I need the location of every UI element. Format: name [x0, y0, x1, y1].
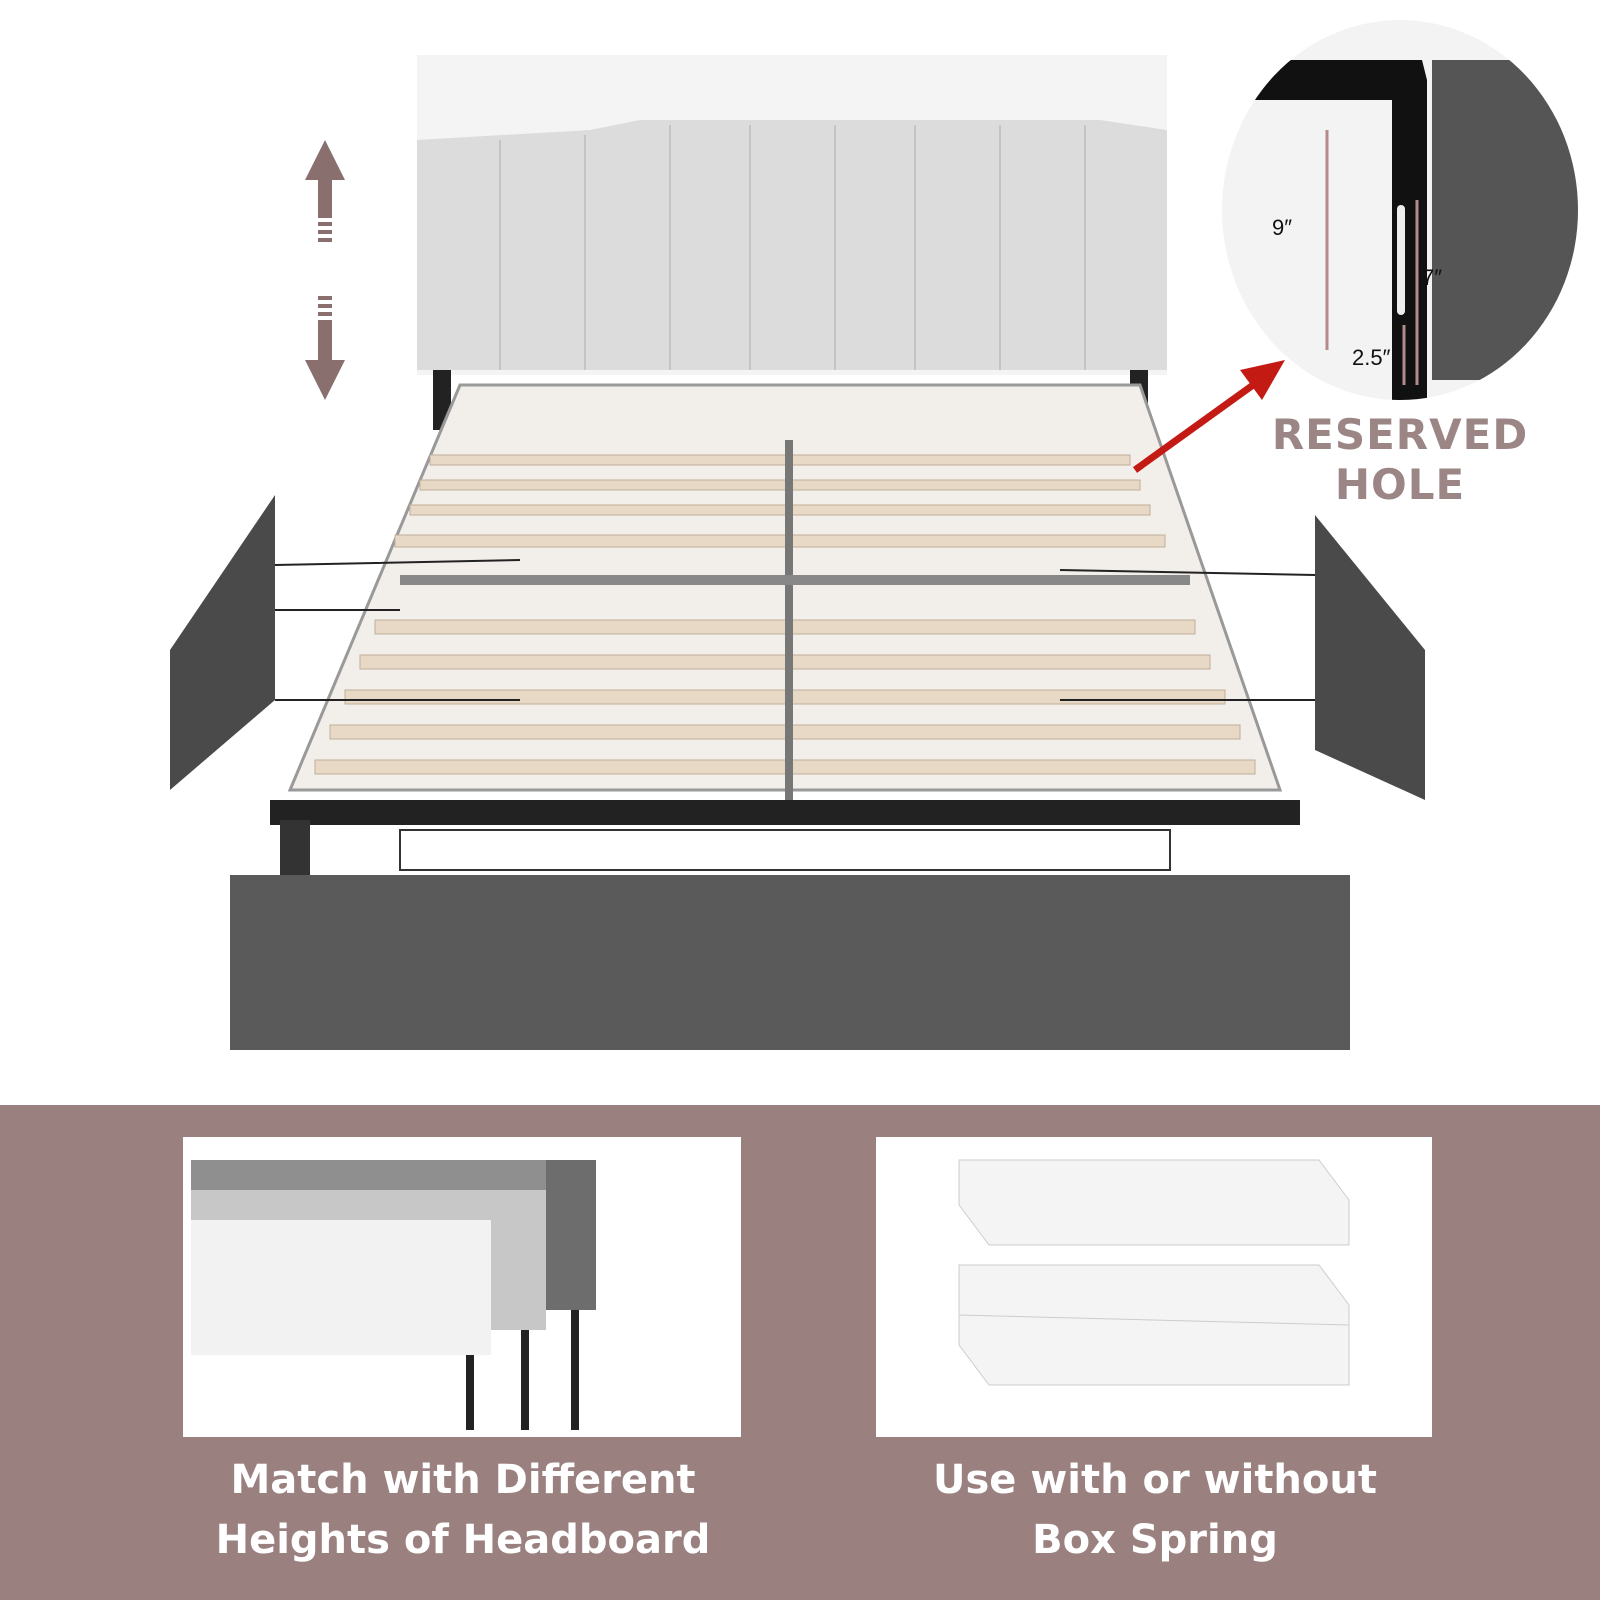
caption-line: Use with or without [932, 1457, 1377, 1503]
pointer-arrow-icon [1240, 360, 1285, 400]
front-drawer [230, 875, 1350, 1050]
height-adjust-arrows-icon [305, 140, 345, 400]
caption-line: Heights of Headboard [215, 1517, 711, 1563]
caption-line: Match with Different [230, 1457, 696, 1503]
headboard-heights-image [183, 1137, 741, 1437]
feature-caption-box-spring: Use with or without Box Spring [855, 1450, 1455, 1570]
box-spring-image [876, 1137, 1432, 1437]
dimension-slot: 7″ [1422, 265, 1443, 290]
title-line: RESERVED [1271, 410, 1529, 459]
feature-band: Match with Different Heights of Headboar… [0, 1105, 1600, 1600]
right-drawer [1315, 515, 1425, 800]
title-line: HOLE [1334, 460, 1466, 509]
dimension-total: 9″ [1272, 215, 1293, 240]
product-photo-area: 9″ 7″ 2.5″ RESERVED HOLE [170, 20, 1578, 1050]
reserved-hole-detail: 9″ 7″ 2.5″ [1222, 20, 1578, 400]
feature-caption-headboard: Match with Different Heights of Headboar… [163, 1450, 763, 1570]
headboard [417, 120, 1167, 370]
dimension-bottom: 2.5″ [1352, 345, 1391, 370]
reserved-hole-title: RESERVED HOLE [1250, 410, 1550, 510]
caption-line: Box Spring [1032, 1517, 1278, 1563]
bed-illustration [170, 55, 1425, 1050]
left-drawer [170, 495, 275, 790]
